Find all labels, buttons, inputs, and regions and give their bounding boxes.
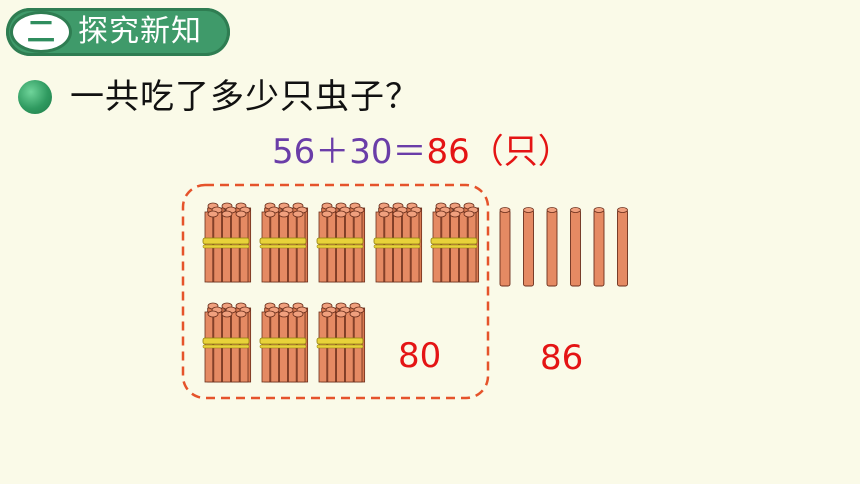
- equation: 56＋30＝86（只）: [272, 130, 572, 174]
- loose-stick: [593, 207, 605, 287]
- section-number: 二: [26, 15, 55, 48]
- equation-left: 56＋30＝: [272, 132, 427, 172]
- question-text: 一共吃了多少只虫子？: [70, 77, 420, 117]
- stick-bundle: [430, 202, 480, 283]
- loose-stick: [499, 207, 511, 287]
- bullet-dot-icon: [18, 80, 52, 114]
- stick-bundle: [316, 302, 366, 383]
- stick-bundle: [202, 302, 252, 383]
- loose-stick: [570, 207, 581, 287]
- stick-bundle: [259, 202, 309, 283]
- stick-bundle: [316, 202, 366, 283]
- equation-unit: （只）: [469, 132, 572, 172]
- section-title: 探究新知: [78, 14, 202, 49]
- stick-bundle: [259, 302, 309, 383]
- loose-stick: [617, 207, 628, 287]
- grand-total-label: 86: [540, 338, 584, 378]
- stick-bundles: [202, 202, 480, 383]
- stick-bundle: [202, 202, 252, 283]
- dashed-group-outline: [181, 183, 490, 400]
- loose-stick: [546, 207, 558, 287]
- loose-stick: [523, 207, 534, 287]
- section-number-badge: 二: [10, 11, 72, 53]
- stick-bundle: [373, 202, 423, 283]
- tens-total-label: 80: [398, 336, 442, 376]
- section-tab: 二 探究新知: [6, 8, 230, 56]
- equation-result: 86: [426, 132, 470, 172]
- loose-sticks: [499, 207, 628, 287]
